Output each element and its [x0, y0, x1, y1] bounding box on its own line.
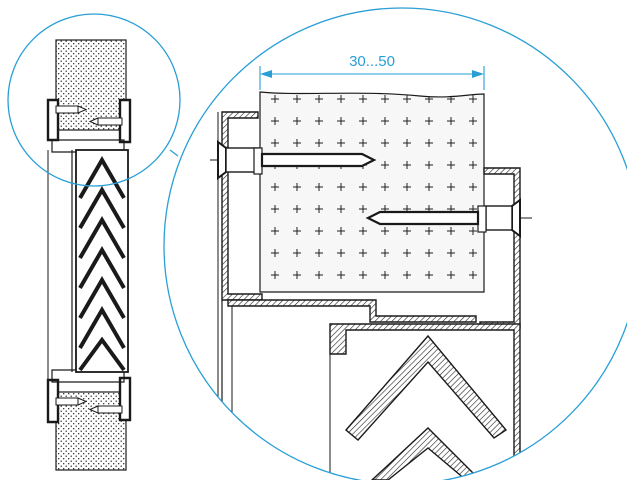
- screw-left-icon: [210, 140, 377, 180]
- dimension-label: 30...50: [349, 53, 395, 70]
- screw-bottom-left-icon: [55, 397, 79, 406]
- dimension-annotation: 30...50: [259, 53, 485, 90]
- callout-leader-line: [169, 149, 179, 157]
- wall-top-dotted: [55, 39, 127, 131]
- detail-enlarged-circle: [163, 7, 627, 480]
- screw-top-right-icon: [97, 117, 123, 126]
- detail-callout-circle: [7, 13, 181, 187]
- screw-top-left-icon: [55, 105, 79, 114]
- door-leaf-chevron-lower: [370, 427, 482, 480]
- screw-bottom-right-icon: [97, 405, 123, 414]
- door-leaf-edge: [329, 323, 521, 480]
- door-leaf-chevron-upper: [345, 334, 508, 441]
- wall-core: [259, 91, 485, 293]
- frame-bottom-right-profile: [118, 376, 132, 422]
- door-leaf-chevrons: [78, 156, 126, 372]
- screw-right-icon: [365, 198, 532, 238]
- frame-bottom-left-profile: [46, 378, 60, 424]
- frame-rebate-strip: [227, 299, 477, 323]
- frame-top-right-profile: [118, 98, 132, 144]
- enlarged-detail: [217, 91, 521, 480]
- door-overview: [46, 39, 132, 471]
